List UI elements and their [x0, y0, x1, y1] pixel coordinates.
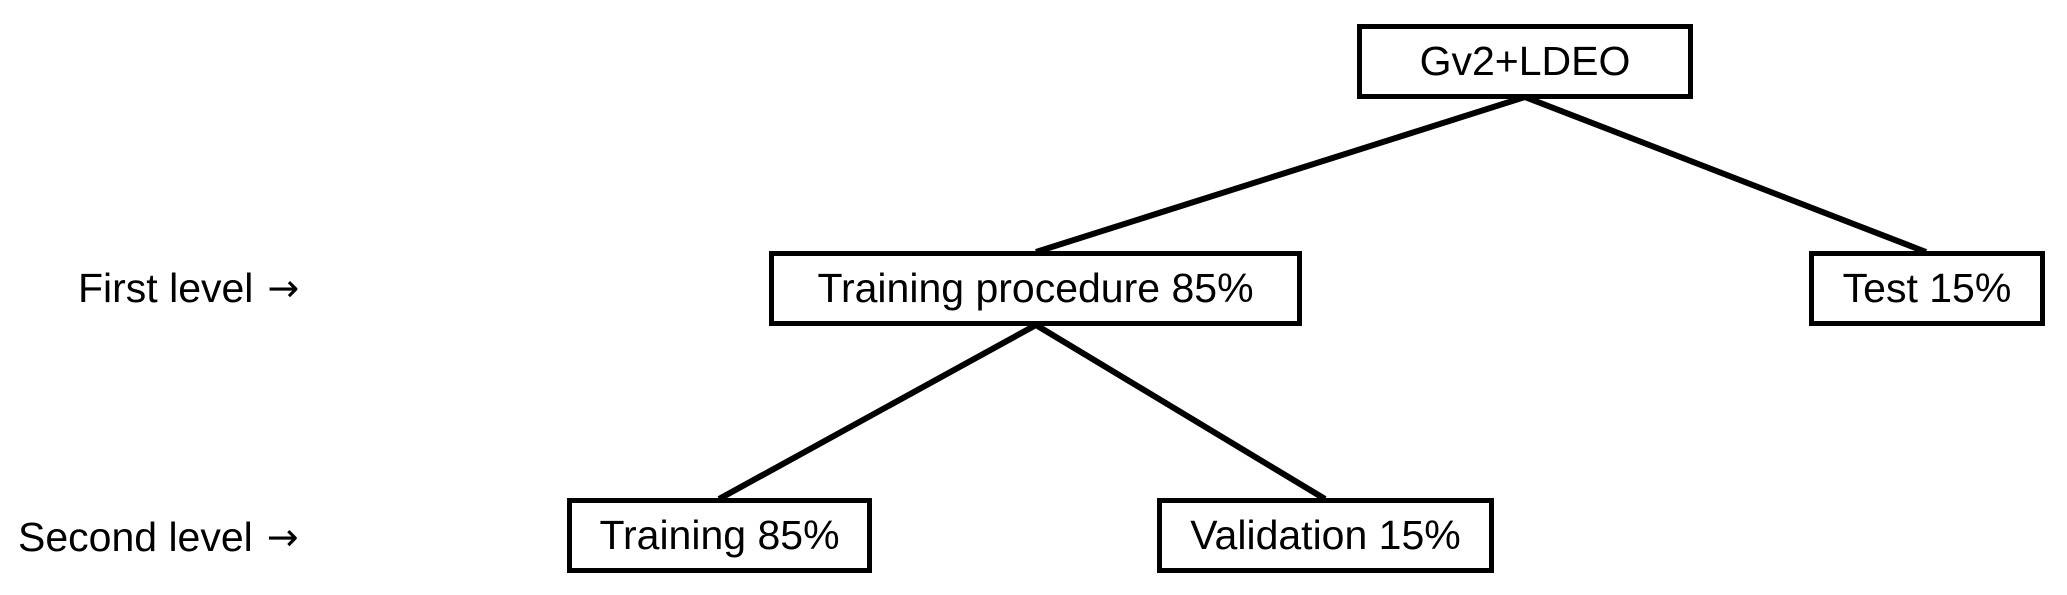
edge-root-training-procedure	[1035, 94, 1526, 255]
second-level-label: Second level →	[18, 509, 299, 565]
first-level-text: First level	[78, 264, 254, 311]
first-level-label: First level →	[78, 260, 299, 316]
training-procedure-label: Training procedure 85%	[817, 265, 1254, 311]
validation-label: Validation 15%	[1190, 512, 1461, 558]
root-node: Gv2+LDEO	[1357, 24, 1693, 99]
edge-root-test	[1523, 94, 1928, 255]
training-node: Training 85%	[567, 498, 872, 573]
second-level-text: Second level	[18, 513, 253, 560]
training-label: Training 85%	[599, 512, 840, 558]
test-node: Test 15%	[1809, 251, 2045, 326]
validation-node: Validation 15%	[1157, 498, 1494, 573]
edge-training-procedure-validation	[1034, 322, 1327, 502]
edge-training-procedure-training	[717, 322, 1038, 502]
right-arrow-icon: →	[266, 515, 299, 559]
training-procedure-node: Training procedure 85%	[769, 251, 1302, 326]
root-node-label: Gv2+LDEO	[1419, 38, 1631, 84]
test-label: Test 15%	[1842, 265, 2012, 311]
right-arrow-icon: →	[267, 266, 300, 310]
